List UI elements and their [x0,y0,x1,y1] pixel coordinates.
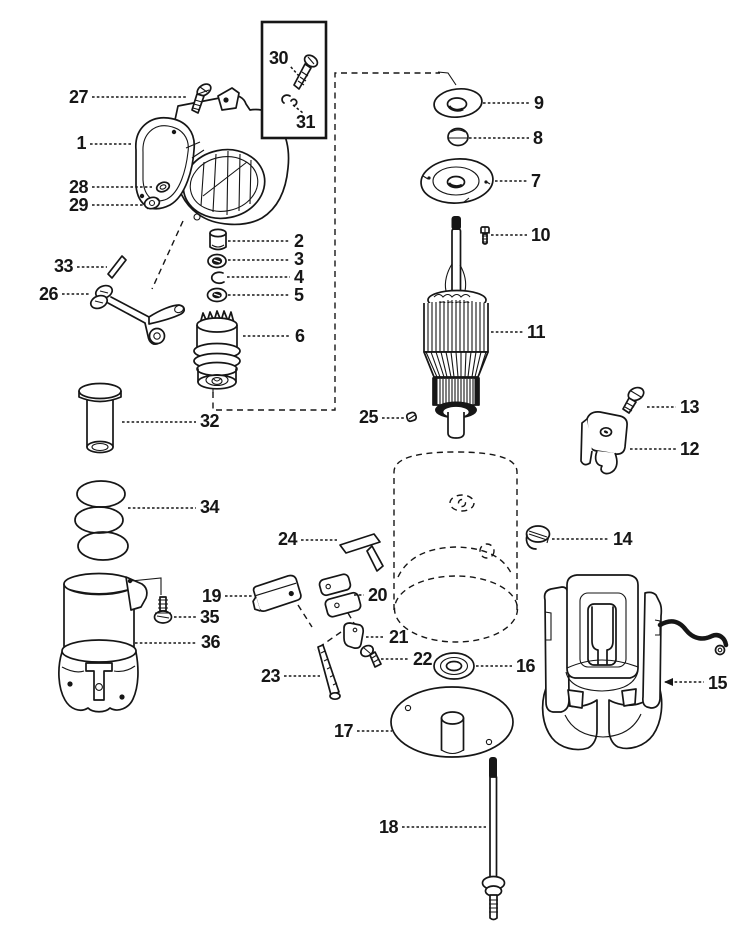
part-30-screw [293,54,319,90]
callout-32: 32 [200,411,220,431]
part-10-screw [480,226,490,245]
callout-22: 22 [413,649,433,669]
part-9-washer [433,88,483,118]
part-20-brushes [318,573,362,618]
part-25-pin [405,411,418,423]
alignment-lines [151,71,457,651]
callout-1: 1 [76,133,86,153]
part-7-end-plate [420,158,494,204]
part-28-washer [155,181,171,193]
part-2-bushing [209,228,227,251]
part-17-end-cap [390,686,514,758]
callout-30: 30 [269,48,289,68]
callout-7: 7 [531,171,541,191]
part-21-brush [343,622,365,650]
callout-16: 16 [516,656,536,676]
callout-33: 33 [54,256,74,276]
part-36-motor-frame [58,572,148,713]
inset-box [260,20,328,140]
part-31-clip [281,94,298,106]
field-frame-ghost [393,451,519,643]
callout-18: 18 [379,817,399,837]
part-23-bolt [317,644,341,701]
part-22-screw [359,644,382,668]
part-34-spring [74,480,129,561]
leader-line-31 [292,104,304,114]
part-4-snap-ring [210,271,225,285]
part-11-armature [423,216,489,439]
part-15-brush-housing [541,574,729,751]
callout-24: 24 [278,529,298,549]
callout-27: 27 [69,87,89,107]
part-18-through-bolt [481,757,506,921]
part-16-washer [433,652,475,680]
part-32-sleeve [78,382,122,454]
part-24-spring-strip [339,533,384,572]
callout-19: 19 [202,586,222,606]
callout-28: 28 [69,177,89,197]
callout-23: 23 [261,666,281,686]
part-12-brush-plate [580,411,628,475]
callout-11: 11 [527,322,546,342]
part-1-drive-end-housing [135,87,290,226]
part-8-ring [447,127,469,147]
part-14-cap [525,525,551,550]
callout-10: 10 [531,225,551,245]
callout-35: 35 [200,607,220,627]
part-33-pin [107,255,127,279]
callout-20: 20 [368,585,388,605]
callout-12: 12 [680,439,700,459]
leader-arrow-15 [664,678,673,686]
leader-line-30 [289,65,300,77]
callout-13: 13 [680,397,700,417]
callout-31: 31 [296,112,316,132]
callout-17: 17 [334,721,354,741]
part-27-screw [191,83,212,114]
part-6-drive-pinion [193,310,241,390]
callout-25: 25 [359,407,379,427]
callout-14: 14 [613,529,633,549]
callout-6: 6 [295,326,305,346]
callout-4: 4 [294,267,304,287]
part-35-screw [130,577,173,624]
part-3-washer [207,253,227,269]
callout-34: 34 [200,497,220,517]
part-29-nut [143,196,161,210]
callout-15: 15 [708,673,728,693]
callout-5: 5 [294,285,304,305]
part-5-washer [206,287,228,303]
callout-26: 26 [39,284,59,304]
part-13-screw [622,386,645,414]
callout-9: 9 [534,93,544,113]
part-26-shift-lever [89,284,185,346]
callout-29: 29 [69,195,89,215]
callout-36: 36 [201,632,221,652]
callout-3: 3 [294,249,304,269]
callout-21: 21 [389,627,409,647]
callout-8: 8 [533,128,543,148]
callout-2: 2 [294,231,304,251]
part-19-brush-holder [252,574,302,612]
